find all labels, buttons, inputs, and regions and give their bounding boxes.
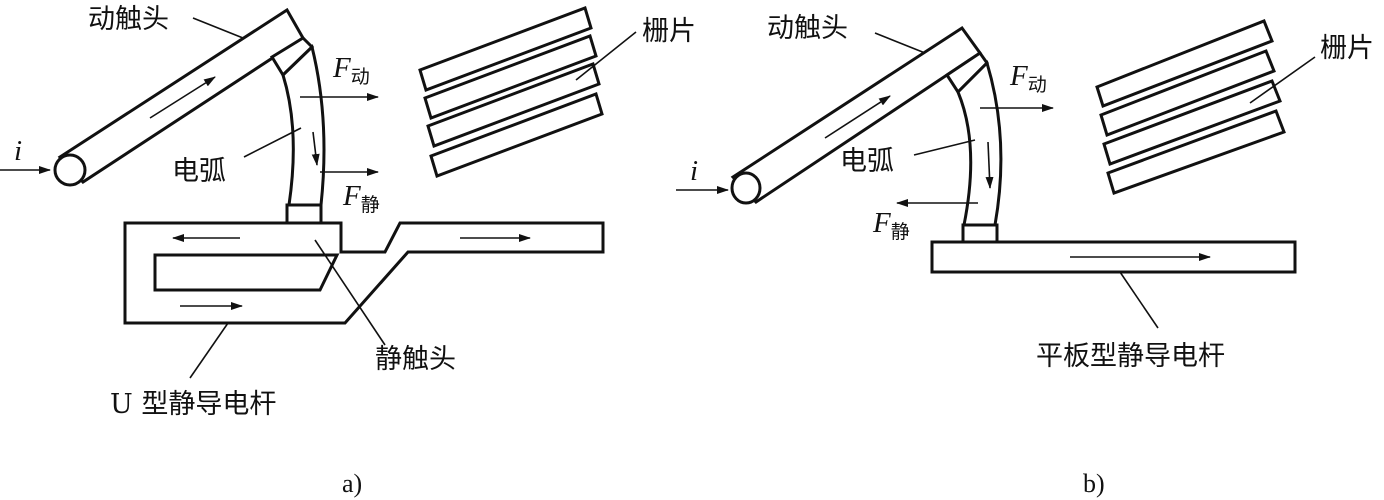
rod-label-b: 平板型静导电杆 bbox=[1036, 341, 1225, 372]
current-label-a: i bbox=[14, 135, 22, 167]
static-contact-label-a: 静触头 bbox=[375, 344, 456, 375]
arc-label-a: 电弧 bbox=[172, 156, 226, 187]
flat-rod-b bbox=[930, 240, 1297, 274]
current-label-b: i bbox=[690, 155, 698, 187]
grid-plates-a bbox=[418, 6, 604, 178]
arc-current-arrow-b bbox=[985, 141, 994, 189]
diagram-a: F动 F静 i 动触头 栅片 电弧 静触头 U bbox=[0, 4, 696, 498]
force-moving-label-a: F动 bbox=[332, 52, 370, 88]
moving-contact-current-arrow-b bbox=[824, 95, 891, 139]
force-moving-label-b: F动 bbox=[1009, 60, 1047, 96]
arc-label-b: 电弧 bbox=[840, 146, 894, 177]
force-static-label-b: F静 bbox=[872, 207, 910, 243]
moving-contact-a bbox=[53, 7, 315, 187]
arc-a bbox=[281, 44, 326, 225]
arc-current-arrow-a bbox=[311, 131, 320, 166]
u-rod-a bbox=[123, 221, 605, 325]
moving-contact-label-b: 动触头 bbox=[767, 13, 848, 44]
rod-label-a: U 型静导电杆 bbox=[110, 389, 276, 420]
caption-a: a) bbox=[342, 469, 362, 498]
caption-b: b) bbox=[1083, 469, 1105, 498]
force-static-label-a: F静 bbox=[342, 180, 380, 216]
grid-plates-b bbox=[1095, 19, 1286, 195]
moving-contact-current-arrow-a bbox=[149, 76, 216, 119]
diagram-b: F动 F静 i 动触头 栅片 电弧 平板型静导电杆 b) bbox=[676, 13, 1374, 498]
grid-label-a: 栅片 bbox=[642, 16, 696, 47]
moving-contact-b bbox=[730, 25, 989, 205]
grid-label-b: 栅片 bbox=[1320, 33, 1374, 64]
moving-contact-label-a: 动触头 bbox=[88, 4, 169, 35]
arc-b bbox=[956, 60, 1003, 244]
